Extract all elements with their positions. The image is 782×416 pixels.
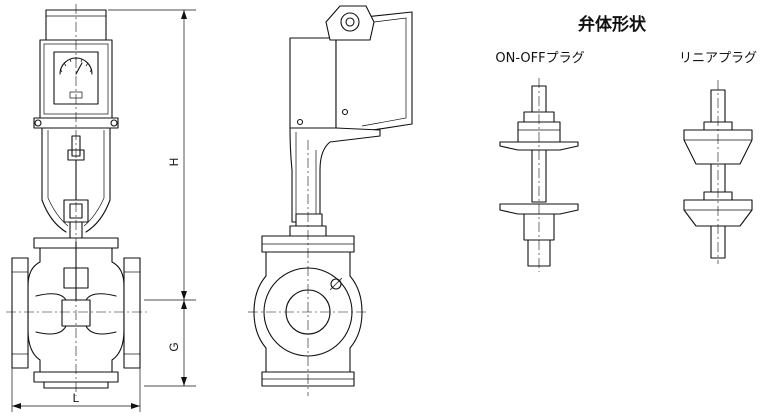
terminal-box: [325, 5, 375, 41]
body-height-dimension-label: G: [167, 342, 181, 351]
front-view: [6, 4, 150, 396]
cable-gland-icon: [340, 12, 360, 32]
side-bracket: [289, 127, 381, 223]
on-off-plug-label: ON-OFFプラグ: [495, 51, 584, 66]
dimension-lines: H G L: [11, 9, 196, 412]
outlet-flange: [123, 257, 141, 369]
inlet-flange: [11, 257, 29, 369]
linear-plug-label: リニアプラグ: [679, 51, 757, 66]
on-off-plug-drawing: [499, 78, 579, 272]
side-view: [248, 5, 413, 396]
linear-plug-drawing: [683, 80, 753, 264]
side-actuator: [289, 37, 337, 129]
length-dimension-label: L: [73, 391, 80, 405]
plug-shape-title: 弁体形状: [578, 14, 647, 35]
side-actuator-cover: [335, 11, 413, 133]
height-dimension-label: H: [167, 158, 181, 167]
bolt-hole-icon: [329, 277, 343, 291]
yoke: [41, 127, 111, 233]
